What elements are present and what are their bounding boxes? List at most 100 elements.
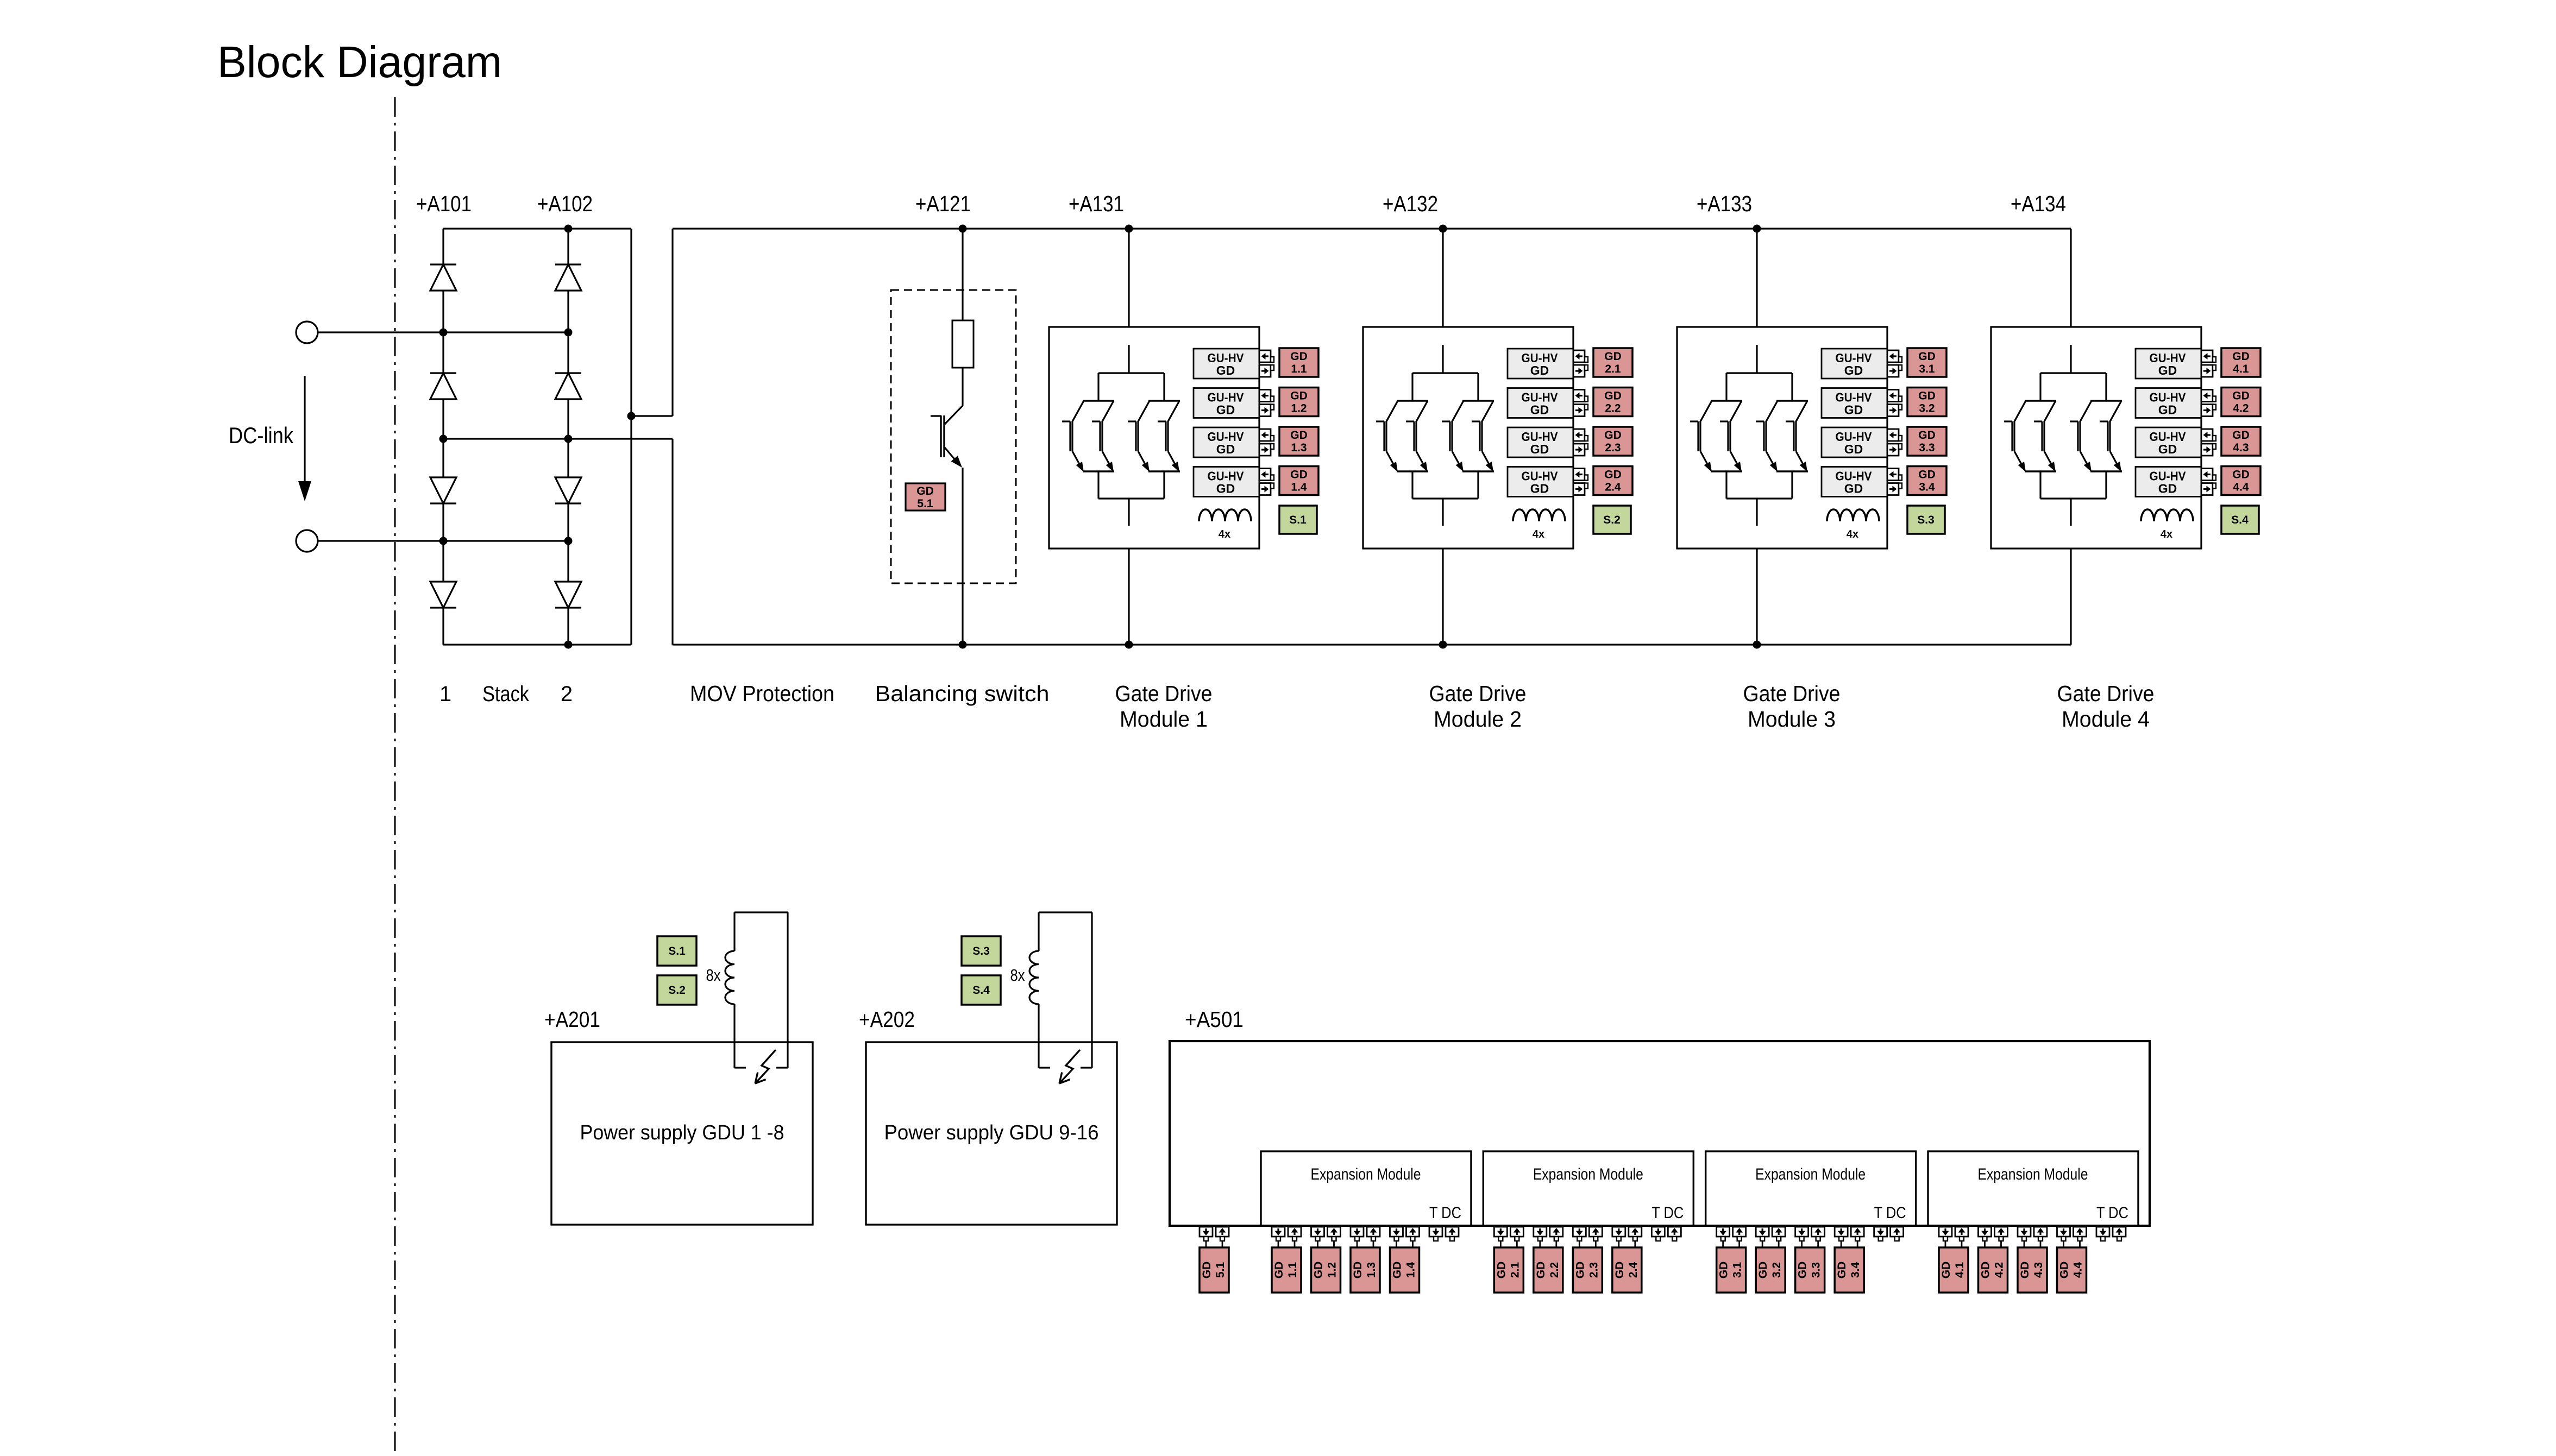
svg-text:GD: GD	[1918, 469, 1936, 481]
svg-text:3.3: 3.3	[1919, 442, 1935, 454]
svg-text:4x: 4x	[1219, 528, 1230, 540]
svg-text:1.4: 1.4	[1405, 1262, 1417, 1278]
svg-text:2: 2	[561, 682, 573, 706]
svg-text:GD: GD	[1530, 442, 1549, 456]
svg-text:GU-HV: GU-HV	[1208, 390, 1245, 405]
svg-text:T DC: T DC	[1429, 1204, 1461, 1222]
svg-text:GD: GD	[2158, 442, 2177, 456]
svg-text:GD: GD	[1940, 1262, 1952, 1279]
svg-text:GD: GD	[1918, 390, 1936, 402]
svg-text:GD: GD	[2158, 482, 2177, 496]
svg-text:4x: 4x	[1847, 528, 1858, 540]
svg-text:GD: GD	[1604, 429, 1622, 442]
svg-text:+A121: +A121	[915, 191, 971, 216]
svg-text:3.3: 3.3	[1810, 1262, 1823, 1278]
svg-text:GU-HV: GU-HV	[1208, 430, 1245, 444]
svg-text:+A131: +A131	[1069, 191, 1124, 216]
svg-text:Expansion Module: Expansion Module	[1311, 1165, 1421, 1183]
svg-text:1.1: 1.1	[1291, 363, 1307, 375]
svg-text:+A134: +A134	[2011, 191, 2066, 216]
svg-text:GD: GD	[1918, 350, 1936, 363]
svg-text:GD: GD	[2019, 1262, 2031, 1279]
svg-text:3.2: 3.2	[1770, 1262, 1783, 1278]
svg-text:GU-HV: GU-HV	[1836, 351, 1873, 365]
svg-text:GU-HV: GU-HV	[1208, 351, 1245, 365]
svg-text:GD: GD	[1604, 350, 1622, 363]
svg-text:5.1: 5.1	[917, 497, 933, 510]
svg-text:2.1: 2.1	[1509, 1262, 1521, 1278]
svg-text:GD: GD	[1391, 1262, 1404, 1279]
svg-text:GD: GD	[1216, 482, 1235, 496]
svg-text:GD: GD	[1216, 403, 1235, 417]
svg-text:GD: GD	[2232, 350, 2250, 363]
svg-text:GD: GD	[1530, 363, 1549, 377]
svg-text:GD: GD	[1216, 363, 1235, 377]
svg-text:GU-HV: GU-HV	[1208, 469, 1245, 483]
svg-text:GU-HV: GU-HV	[1836, 430, 1873, 444]
svg-text:GU-HV: GU-HV	[1836, 390, 1873, 405]
svg-text:S.3: S.3	[1917, 514, 1935, 526]
svg-text:GD: GD	[1836, 1262, 1848, 1279]
svg-text:GD: GD	[1290, 429, 1308, 442]
svg-text:2.1: 2.1	[1605, 363, 1621, 375]
svg-text:GD: GD	[2158, 403, 2177, 417]
svg-text:DC-link: DC-link	[229, 423, 294, 448]
svg-text:GU-HV: GU-HV	[2150, 390, 2187, 405]
svg-text:S.1: S.1	[668, 945, 686, 957]
svg-text:Gate Drive: Gate Drive	[1115, 681, 1213, 706]
svg-text:1.3: 1.3	[1365, 1262, 1378, 1278]
svg-text:GU-HV: GU-HV	[2150, 469, 2187, 483]
svg-text:+A201: +A201	[544, 1007, 600, 1032]
svg-text:GD: GD	[1312, 1262, 1325, 1279]
svg-text:2.2: 2.2	[1548, 1262, 1561, 1278]
svg-text:Gate Drive: Gate Drive	[2057, 681, 2155, 706]
svg-text:GD: GD	[916, 485, 934, 497]
svg-text:Gate Drive: Gate Drive	[1743, 681, 1841, 706]
svg-text:GD: GD	[1918, 429, 1936, 442]
svg-text:S.3: S.3	[972, 945, 990, 957]
svg-text:3.4: 3.4	[1849, 1262, 1862, 1278]
svg-text:T DC: T DC	[1874, 1204, 1906, 1222]
svg-text:GD: GD	[2232, 469, 2250, 481]
svg-text:GD: GD	[1530, 482, 1549, 496]
svg-text:4x: 4x	[1533, 528, 1544, 540]
svg-text:Power supply GDU 9-16: Power supply GDU 9-16	[884, 1121, 1099, 1144]
svg-text:GD: GD	[1604, 390, 1622, 402]
svg-text:1.1: 1.1	[1286, 1262, 1299, 1278]
svg-text:GD: GD	[1201, 1262, 1213, 1279]
svg-text:GU-HV: GU-HV	[2150, 351, 2187, 365]
svg-text:+A501: +A501	[1185, 1007, 1244, 1032]
svg-text:Block Diagram: Block Diagram	[217, 37, 502, 87]
svg-text:Gate Drive: Gate Drive	[1429, 681, 1527, 706]
svg-text:Power supply GDU 1 -8: Power supply GDU 1 -8	[580, 1121, 784, 1144]
svg-text:GD: GD	[2232, 429, 2250, 442]
svg-text:S.4: S.4	[972, 984, 990, 997]
svg-text:Stack: Stack	[482, 682, 530, 706]
svg-text:GD: GD	[1718, 1262, 1730, 1279]
svg-text:T DC: T DC	[2096, 1204, 2128, 1222]
svg-text:Module 1: Module 1	[1120, 707, 1208, 732]
svg-text:4.3: 4.3	[2032, 1262, 2045, 1278]
svg-text:MOV Protection: MOV Protection	[690, 681, 834, 706]
svg-text:GD: GD	[2158, 363, 2177, 377]
svg-text:GD: GD	[1574, 1262, 1586, 1279]
svg-text:1: 1	[439, 682, 451, 706]
svg-text:GD: GD	[1797, 1262, 1809, 1279]
svg-text:5.1: 5.1	[1214, 1262, 1227, 1278]
svg-text:4.2: 4.2	[1993, 1262, 2005, 1278]
svg-text:GU-HV: GU-HV	[2150, 430, 2187, 444]
svg-text:GD: GD	[1604, 469, 1622, 481]
svg-text:GD: GD	[2058, 1262, 2070, 1279]
svg-text:GD: GD	[1216, 442, 1235, 456]
svg-text:2.2: 2.2	[1605, 402, 1621, 415]
svg-text:3.1: 3.1	[1919, 363, 1935, 375]
svg-text:+A102: +A102	[537, 191, 593, 216]
svg-text:GU-HV: GU-HV	[1522, 430, 1559, 444]
svg-text:3.2: 3.2	[1919, 402, 1935, 415]
svg-text:Expansion Module: Expansion Module	[1533, 1165, 1643, 1183]
svg-text:Module 3: Module 3	[1748, 707, 1836, 732]
svg-text:S.2: S.2	[1603, 514, 1621, 526]
svg-text:GU-HV: GU-HV	[1522, 469, 1559, 483]
svg-text:GD: GD	[1613, 1262, 1626, 1279]
svg-text:GD: GD	[2232, 390, 2250, 402]
